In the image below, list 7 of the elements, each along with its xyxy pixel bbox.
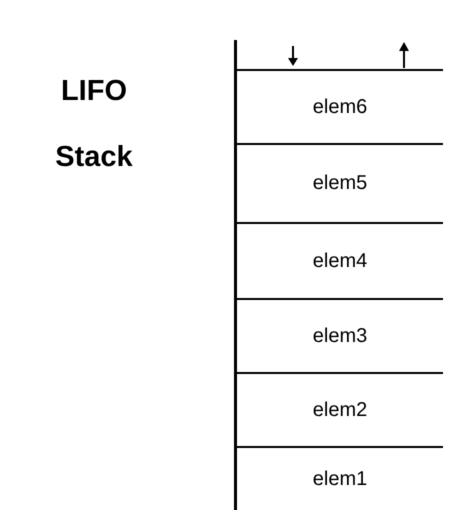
stack-title: LIFO Stack <box>54 74 134 175</box>
cell-label: elem5 <box>312 172 368 195</box>
cell-label: elem3 <box>312 324 368 348</box>
cell-label: elem1 <box>312 468 368 490</box>
cell-label: elem4 <box>312 250 368 272</box>
cell-label: elem2 <box>312 398 368 422</box>
cell-label: elem6 <box>312 96 368 118</box>
